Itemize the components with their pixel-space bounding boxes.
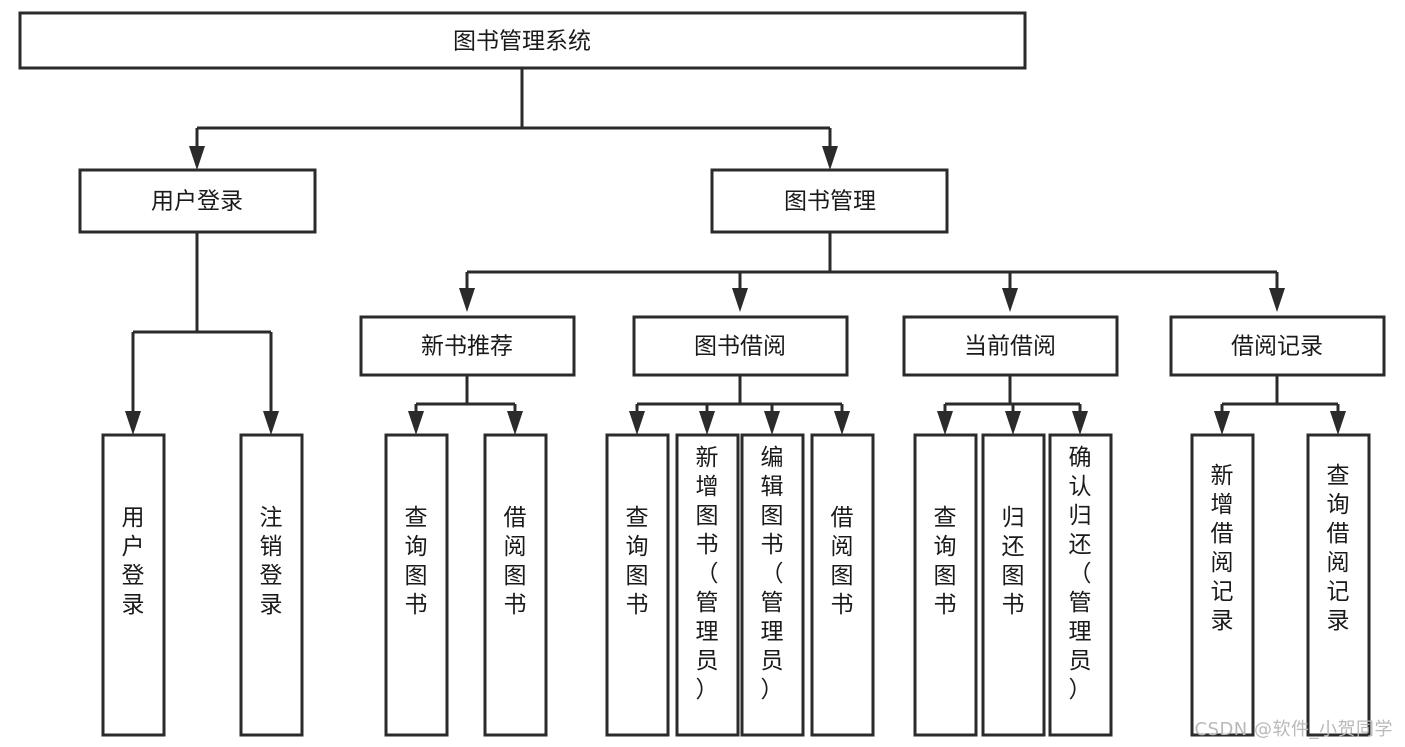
connector-group-new-book-recommend	[408, 375, 523, 435]
node-leaf-query-book-1-label: 查询图书	[405, 505, 428, 618]
arrow-head-leaf-query-book-3	[937, 411, 953, 435]
node-leaf-borrow-book-2-box[interactable]	[810, 433, 875, 737]
node-leaf-return-book-box[interactable]	[981, 433, 1046, 737]
node-book-manage-label: 图书管理	[784, 189, 876, 215]
node-leaf-query-book-3-box[interactable]	[913, 433, 978, 737]
node-leaf-user-login[interactable]: 用户登录	[101, 433, 166, 737]
node-leaf-query-book-3-label: 查询图书	[934, 505, 957, 618]
node-root-label: 图书管理系统	[453, 29, 591, 55]
node-leaf-borrow-book-1-label: 借阅图书	[504, 505, 527, 618]
node-book-manage-box[interactable]	[710, 168, 949, 234]
arrow-head-leaf-add-book	[699, 411, 715, 435]
connector-group-book-manage	[459, 232, 1285, 312]
arrow-head-leaf-confirm-return	[1072, 411, 1088, 435]
node-leaf-add-record-label: 新增借阅记录	[1211, 463, 1234, 634]
arrow-head-leaf-query-book-2	[629, 411, 645, 435]
arrow-head-new-book-recommend	[459, 288, 475, 312]
node-leaf-logout[interactable]: 注销登录	[239, 433, 304, 737]
arrow-head-book-borrow	[732, 288, 748, 312]
arrow-head-user-login	[189, 146, 205, 170]
node-leaf-edit-book[interactable]: 编辑图书（管理员）	[740, 433, 805, 737]
arrow-head-leaf-logout	[263, 411, 279, 435]
arrow-head-leaf-query-book-1	[408, 411, 424, 435]
node-leaf-add-record[interactable]: 新增借阅记录	[1190, 433, 1255, 737]
node-leaf-edit-book-label: 编辑图书（管理员）	[761, 445, 784, 703]
node-leaf-query-record[interactable]: 查询借阅记录	[1306, 433, 1371, 737]
node-leaf-query-book-2-label: 查询图书	[626, 505, 649, 618]
node-leaf-user-login-box[interactable]	[101, 433, 166, 737]
node-leaf-add-book[interactable]: 新增图书（管理员）	[675, 433, 740, 737]
node-current-borrow-box[interactable]	[902, 315, 1119, 377]
node-leaf-confirm-return[interactable]: 确认归还（管理员）	[1048, 433, 1113, 737]
arrow-head-leaf-add-record	[1214, 411, 1230, 435]
node-new-book-recommend-box[interactable]	[359, 315, 576, 377]
node-current-borrow[interactable]: 当前借阅	[902, 315, 1119, 377]
node-leaf-return-book-label: 归还图书	[1002, 505, 1025, 618]
node-leaf-query-record-label: 查询借阅记录	[1327, 463, 1350, 634]
node-new-book-recommend[interactable]: 新书推荐	[359, 315, 576, 377]
connector-group-borrow-record	[1214, 375, 1346, 435]
arrow-head-leaf-user-login	[125, 411, 141, 435]
arrow-head-borrow-record	[1269, 288, 1285, 312]
connector-group-root	[189, 68, 838, 170]
node-book-borrow-label: 图书借阅	[694, 334, 786, 360]
node-user-login-box[interactable]	[78, 168, 317, 234]
node-leaf-logout-label: 注销登录	[260, 505, 283, 618]
node-leaf-borrow-book-2-label: 借阅图书	[831, 505, 854, 618]
arrow-head-leaf-return-book	[1005, 411, 1021, 435]
node-root-box[interactable]	[18, 11, 1027, 70]
connector-group-current-borrow	[937, 375, 1088, 435]
node-leaf-borrow-book-1[interactable]: 借阅图书	[483, 433, 548, 737]
node-borrow-record-label: 借阅记录	[1231, 334, 1323, 360]
node-borrow-record[interactable]: 借阅记录	[1169, 315, 1386, 377]
node-leaf-query-record-box[interactable]	[1306, 433, 1371, 737]
node-leaf-add-book-box[interactable]	[675, 433, 740, 737]
node-leaf-add-book-label: 新增图书（管理员）	[696, 445, 719, 703]
node-book-borrow-box[interactable]	[632, 315, 849, 377]
node-leaf-borrow-book-1-box[interactable]	[483, 433, 548, 737]
node-user-login[interactable]: 用户登录	[78, 168, 317, 234]
node-leaf-edit-book-box[interactable]	[740, 433, 805, 737]
node-root[interactable]: 图书管理系统	[18, 11, 1027, 70]
node-leaf-borrow-book-2[interactable]: 借阅图书	[810, 433, 875, 737]
node-new-book-recommend-label: 新书推荐	[421, 334, 513, 360]
arrow-head-leaf-borrow-book-2	[834, 411, 850, 435]
node-leaf-logout-box[interactable]	[239, 433, 304, 737]
arrow-head-leaf-query-record	[1330, 411, 1346, 435]
connector-group-user-login	[125, 232, 279, 435]
node-leaf-query-book-3[interactable]: 查询图书	[913, 433, 978, 737]
node-book-manage[interactable]: 图书管理	[710, 168, 949, 234]
node-leaf-query-book-1-box[interactable]	[384, 433, 449, 737]
arrow-head-leaf-edit-book	[764, 411, 780, 435]
node-leaf-add-record-box[interactable]	[1190, 433, 1255, 737]
node-leaf-query-book-2[interactable]: 查询图书	[605, 433, 670, 737]
connector-group-book-borrow	[629, 375, 850, 435]
node-borrow-record-box[interactable]	[1169, 315, 1386, 377]
node-leaf-confirm-return-box[interactable]	[1048, 433, 1113, 737]
node-book-borrow[interactable]: 图书借阅	[632, 315, 849, 377]
node-user-login-label: 用户登录	[151, 189, 243, 215]
node-leaf-confirm-return-label: 确认归还（管理员）	[1069, 445, 1092, 703]
arrow-head-leaf-borrow-book-1	[507, 411, 523, 435]
node-leaf-return-book[interactable]: 归还图书	[981, 433, 1046, 737]
node-leaf-query-book-1[interactable]: 查询图书	[384, 433, 449, 737]
node-current-borrow-label: 当前借阅	[964, 334, 1056, 360]
arrow-head-book-manage	[822, 146, 838, 170]
node-leaf-query-book-2-box[interactable]	[605, 433, 670, 737]
node-leaf-user-login-label: 用户登录	[122, 505, 145, 618]
arrow-head-current-borrow	[1002, 288, 1018, 312]
